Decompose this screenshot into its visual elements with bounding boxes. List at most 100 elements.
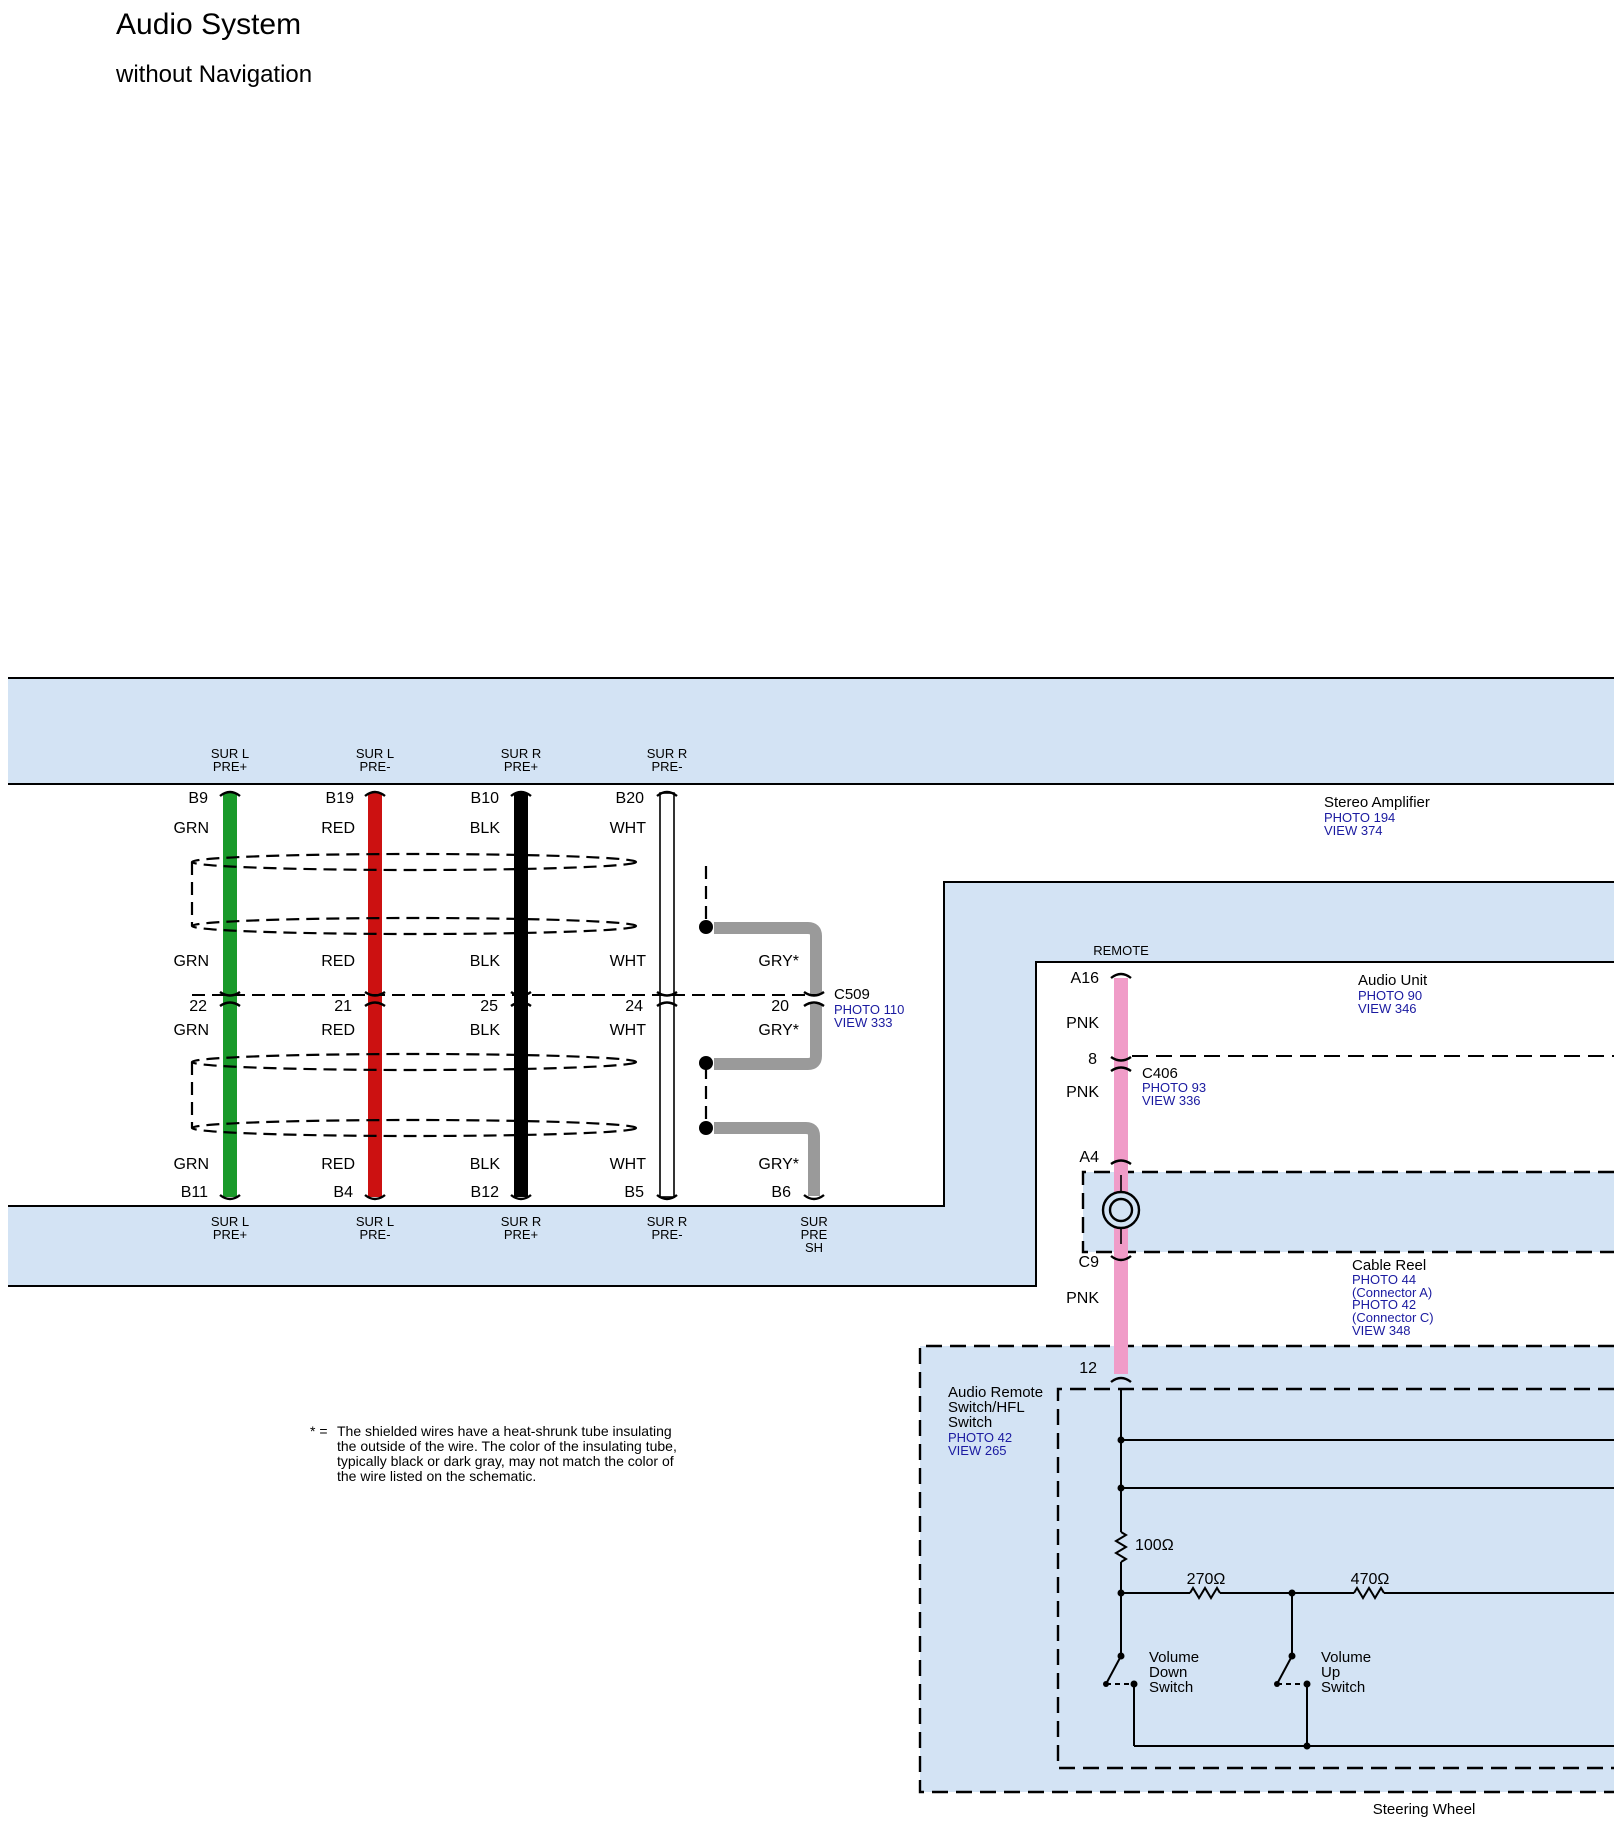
terminal-cap-b20 bbox=[656, 790, 678, 797]
wire1-top-color: GRN bbox=[173, 820, 209, 837]
volume-up-contact-top bbox=[1288, 1652, 1296, 1660]
shield-lower-bottom-ellipse bbox=[190, 1118, 638, 1138]
wire4-top-signal-line2: PRE- bbox=[651, 759, 682, 774]
terminal-cap-a4 bbox=[1110, 1159, 1132, 1166]
c406-photo-link[interactable]: PHOTO 93 bbox=[1142, 1080, 1206, 1095]
shield-splice-upper bbox=[699, 920, 713, 934]
c509-cap-upper-3 bbox=[510, 990, 532, 997]
wire2-top-signal-line2: PRE- bbox=[359, 759, 390, 774]
steering-wheel-panel bbox=[920, 1346, 1614, 1792]
terminal-b20: B20 bbox=[616, 790, 645, 807]
amplifier-top-panel bbox=[8, 678, 1614, 784]
wire4-top-signal-line1: SUR R bbox=[647, 746, 687, 761]
shield-upper-top-ellipse bbox=[190, 852, 638, 872]
stereo-amplifier-photo-link[interactable]: PHOTO 194 bbox=[1324, 810, 1395, 825]
terminal-b4: B4 bbox=[333, 1184, 353, 1201]
wire4-bottom-signal-line2: PRE- bbox=[651, 1227, 682, 1242]
terminal-cap-a16 bbox=[1110, 972, 1132, 979]
remote-switch-boundary bbox=[1056, 1387, 1614, 1770]
junction-ground bbox=[1303, 1742, 1311, 1750]
resistor-100-label: 100Ω bbox=[1135, 1537, 1174, 1554]
c509-cap-lower-1 bbox=[219, 1001, 241, 1008]
terminal-c9: C9 bbox=[1079, 1254, 1100, 1271]
footnote-marker: * = bbox=[310, 1423, 328, 1439]
terminal-cap-b10 bbox=[510, 790, 532, 797]
remote-switch-photo-link[interactable]: PHOTO 42 bbox=[948, 1430, 1012, 1445]
amplifier-lower-border-b bbox=[8, 961, 1614, 1287]
cable-reel-connector-c: (Connector C) bbox=[1352, 1310, 1434, 1325]
shield-upper-bottom-ellipse bbox=[190, 916, 638, 936]
cable-reel-coil-inner bbox=[1108, 1197, 1134, 1223]
c509-label: C509 bbox=[834, 986, 870, 1003]
terminal-b10: B10 bbox=[471, 790, 500, 807]
cable-reel-panel bbox=[1083, 1172, 1614, 1252]
junction-1 bbox=[1117, 1436, 1125, 1444]
page-title: Audio System bbox=[116, 8, 301, 41]
volume-up-label-line2: Up bbox=[1321, 1664, 1340, 1681]
cable-reel-photo44-link[interactable]: PHOTO 44 bbox=[1352, 1272, 1416, 1287]
c509-cap-lower-5 bbox=[803, 1001, 825, 1008]
audio-unit-remote-signal: REMOTE bbox=[1093, 943, 1149, 958]
drain-wire-lower bbox=[714, 1004, 822, 1070]
cable-reel-view-link[interactable]: VIEW 348 bbox=[1352, 1323, 1411, 1338]
wire3-bottom-signal-line2: PRE+ bbox=[504, 1227, 538, 1242]
remote-switch-pin-12: 12 bbox=[1079, 1360, 1097, 1377]
remote-switch-view-link[interactable]: VIEW 265 bbox=[948, 1443, 1007, 1458]
c509-below-color-2: RED bbox=[321, 1022, 355, 1039]
volume-up-label-line3: Switch bbox=[1321, 1679, 1365, 1696]
wire3-bottom-signal-line1: SUR R bbox=[501, 1214, 541, 1229]
junction-4 bbox=[1288, 1589, 1296, 1597]
steering-wheel-label: Steering Wheel bbox=[1373, 1801, 1476, 1818]
c406-cap-upper bbox=[1110, 1055, 1132, 1062]
wire2-bottom-color: RED bbox=[321, 1156, 355, 1173]
footnote-line-3: typically black or dark gray, may not ma… bbox=[337, 1453, 674, 1469]
terminal-a16: A16 bbox=[1071, 970, 1100, 987]
wire4-top-color: WHT bbox=[610, 820, 647, 837]
terminal-cap-c9 bbox=[1110, 1255, 1132, 1262]
terminal-a4: A4 bbox=[1079, 1149, 1099, 1166]
c509-view-link[interactable]: VIEW 333 bbox=[834, 1015, 893, 1030]
volume-down-contact-top bbox=[1117, 1652, 1125, 1660]
c509-above-color-1: GRN bbox=[173, 953, 209, 970]
c509-cap-upper-4 bbox=[656, 990, 678, 997]
c406-view-link[interactable]: VIEW 336 bbox=[1142, 1093, 1201, 1108]
remote-switch-name-line1: Audio Remote bbox=[948, 1384, 1043, 1401]
shield-splice-lower bbox=[699, 1056, 713, 1070]
c509-cap-lower-4 bbox=[656, 1001, 678, 1008]
drain-wire-b6 bbox=[714, 1122, 820, 1196]
audio-unit-view-link[interactable]: VIEW 346 bbox=[1358, 1001, 1417, 1016]
c509-above-color-5: GRY* bbox=[758, 953, 799, 970]
audio-unit-photo-link[interactable]: PHOTO 90 bbox=[1358, 988, 1422, 1003]
steering-wheel-boundary bbox=[918, 1344, 1614, 1794]
c509-below-color-1: GRN bbox=[173, 1022, 209, 1039]
terminal-b6: B6 bbox=[771, 1184, 791, 1201]
volume-down-switch-blade bbox=[1105, 1655, 1122, 1685]
c509-cap-lower-2 bbox=[364, 1001, 386, 1008]
stereo-amplifier-view-link[interactable]: VIEW 374 bbox=[1324, 823, 1383, 838]
resistor-100 bbox=[1114, 1531, 1128, 1563]
c509-above-color-2: RED bbox=[321, 953, 355, 970]
wire1-bottom-color: GRN bbox=[173, 1156, 209, 1173]
terminal-b11: B11 bbox=[181, 1184, 208, 1201]
terminal-cap-b9 bbox=[219, 790, 241, 797]
wire3-top-signal-line1: SUR R bbox=[501, 746, 541, 761]
remote-switch-name-line2: Switch/HFL bbox=[948, 1399, 1025, 1416]
wire2-top-signal-line1: SUR L bbox=[356, 746, 394, 761]
wire5-bottom-signal-line2: PRE bbox=[801, 1227, 828, 1242]
resistor-270-label: 270Ω bbox=[1187, 1571, 1226, 1588]
c509-cap-upper-1 bbox=[219, 990, 241, 997]
terminal-cap-b12 bbox=[510, 1194, 532, 1201]
terminal-b19: B19 bbox=[326, 790, 355, 807]
c509-below-color-5: GRY* bbox=[758, 1022, 799, 1039]
resistor-470 bbox=[1353, 1586, 1385, 1600]
cable-reel-photo42-link[interactable]: PHOTO 42 bbox=[1352, 1297, 1416, 1312]
c509-photo-link[interactable]: PHOTO 110 bbox=[834, 1002, 904, 1017]
c509-cap-upper-2 bbox=[364, 990, 386, 997]
stereo-amplifier-label: Stereo Amplifier bbox=[1324, 794, 1430, 811]
c509-below-color-4: WHT bbox=[610, 1022, 647, 1039]
terminal-b5: B5 bbox=[624, 1184, 644, 1201]
wire1-top-signal-line1: SUR L bbox=[211, 746, 249, 761]
c406-label: C406 bbox=[1142, 1065, 1178, 1082]
terminal-cap-b5 bbox=[656, 1194, 678, 1201]
